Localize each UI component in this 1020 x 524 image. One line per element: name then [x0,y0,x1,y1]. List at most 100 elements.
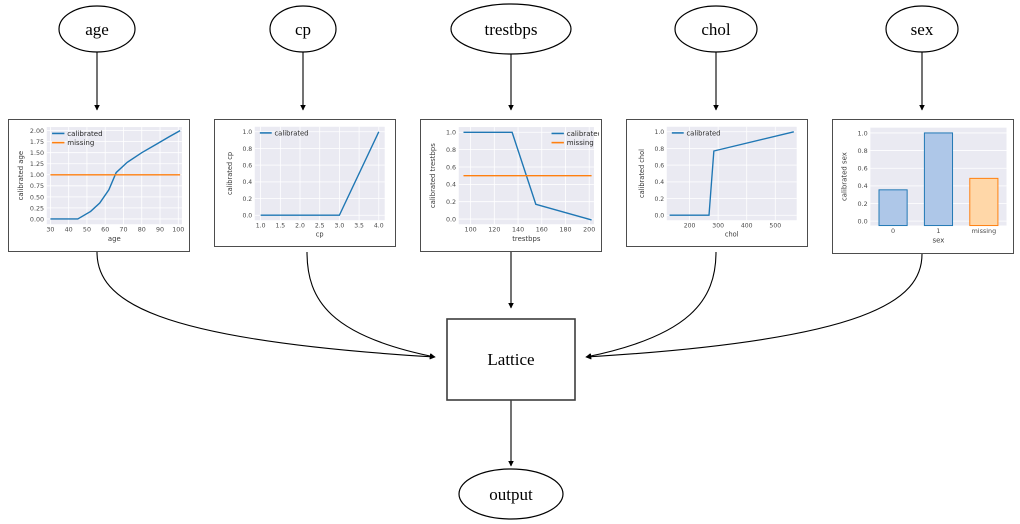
svg-text:40: 40 [65,227,73,234]
bar-missing [969,177,999,227]
svg-text:trestbps: trestbps [512,235,541,243]
node-trestbps-label: trestbps [485,20,538,39]
series-calibrated [50,129,181,220]
edge-cp-plot-to-lattice [306,251,436,359]
svg-text:500: 500 [769,222,781,229]
svg-text:calibrated: calibrated [67,129,102,138]
svg-text:age: age [108,235,121,243]
node-output[interactable]: output [458,468,564,520]
node-lattice[interactable]: Lattice [446,318,576,401]
svg-text:300: 300 [712,222,724,229]
svg-text:180: 180 [559,227,571,234]
svg-text:0.2: 0.2 [654,196,664,203]
svg-text:50: 50 [83,227,91,234]
bar-0 [878,189,908,227]
node-chol[interactable]: chol [674,5,758,53]
edge-chol-plot-to-lattice [585,251,717,359]
node-cp[interactable]: cp [269,5,337,53]
svg-text:calibrated trestbps: calibrated trestbps [429,143,437,208]
svg-text:2.0: 2.0 [295,222,305,229]
svg-text:3.0: 3.0 [335,222,345,229]
node-cp-label: cp [295,20,311,39]
svg-text:200: 200 [684,222,696,229]
series-calibrated [260,131,380,216]
svg-text:0.75: 0.75 [30,183,44,190]
svg-text:0.8: 0.8 [242,146,252,153]
node-age[interactable]: age [58,5,136,53]
svg-text:0.4: 0.4 [858,182,868,190]
svg-text:0.0: 0.0 [858,218,868,226]
node-lattice-label: Lattice [487,350,534,369]
svg-text:0.6: 0.6 [242,162,252,169]
svg-text:calibrated: calibrated [567,129,599,138]
node-output-label: output [489,485,533,504]
svg-text:0.6: 0.6 [446,164,456,171]
svg-text:calibrated chol: calibrated chol [638,149,646,198]
svg-text:1.75: 1.75 [30,139,44,146]
svg-text:cp: cp [316,231,324,239]
svg-text:2.00: 2.00 [30,128,44,135]
svg-text:0.8: 0.8 [654,146,664,153]
node-sex[interactable]: sex [885,5,959,53]
svg-text:missing: missing [67,138,94,147]
plot-area [666,126,797,221]
svg-text:0.0: 0.0 [446,216,456,223]
svg-text:0.00: 0.00 [30,216,44,223]
svg-text:0.4: 0.4 [242,179,252,186]
svg-text:0.6: 0.6 [654,162,664,169]
svg-text:2.5: 2.5 [315,222,325,229]
svg-text:100: 100 [465,227,477,234]
svg-text:missing: missing [567,138,594,147]
bar-1 [923,132,954,227]
svg-text:0.2: 0.2 [242,196,252,203]
svg-text:calibrated age: calibrated age [17,151,25,201]
edge-age-plot-to-lattice [96,251,436,360]
svg-text:0.2: 0.2 [858,200,868,208]
svg-text:100: 100 [172,227,184,234]
svg-text:90: 90 [156,227,164,234]
svg-text:80: 80 [138,227,146,234]
svg-text:1.00: 1.00 [30,172,44,179]
svg-text:0: 0 [891,227,895,235]
svg-text:0.50: 0.50 [30,194,44,201]
svg-text:0.4: 0.4 [446,182,456,189]
svg-text:0.25: 0.25 [30,205,44,212]
series-calibrated [463,131,592,221]
node-trestbps[interactable]: trestbps [450,3,572,55]
svg-text:1.25: 1.25 [30,161,44,168]
svg-text:70: 70 [119,227,127,234]
svg-text:200: 200 [583,227,595,234]
svg-text:0.4: 0.4 [654,179,664,186]
svg-text:140: 140 [512,227,524,234]
svg-text:1.0: 1.0 [446,130,456,137]
svg-text:3.5: 3.5 [354,222,364,229]
svg-text:0.8: 0.8 [446,147,456,154]
svg-text:400: 400 [741,222,753,229]
svg-text:1.0: 1.0 [256,222,266,229]
node-sex-label: sex [911,20,934,39]
svg-text:1.0: 1.0 [858,129,868,137]
svg-text:calibrated sex: calibrated sex [840,152,848,201]
svg-text:1.50: 1.50 [30,150,44,157]
node-chol-label: chol [701,20,731,39]
svg-text:120: 120 [488,227,500,234]
svg-text:160: 160 [536,227,548,234]
svg-text:calibrated cp: calibrated cp [226,152,234,195]
svg-text:calibrated: calibrated [686,129,720,137]
svg-text:1.0: 1.0 [242,129,252,136]
svg-text:0.0: 0.0 [654,213,664,220]
svg-text:calibrated: calibrated [274,129,308,137]
node-age-label: age [85,20,109,39]
edge-sex-plot-to-lattice [585,253,923,360]
series-calibrated [669,131,794,216]
svg-text:sex: sex [933,237,945,245]
